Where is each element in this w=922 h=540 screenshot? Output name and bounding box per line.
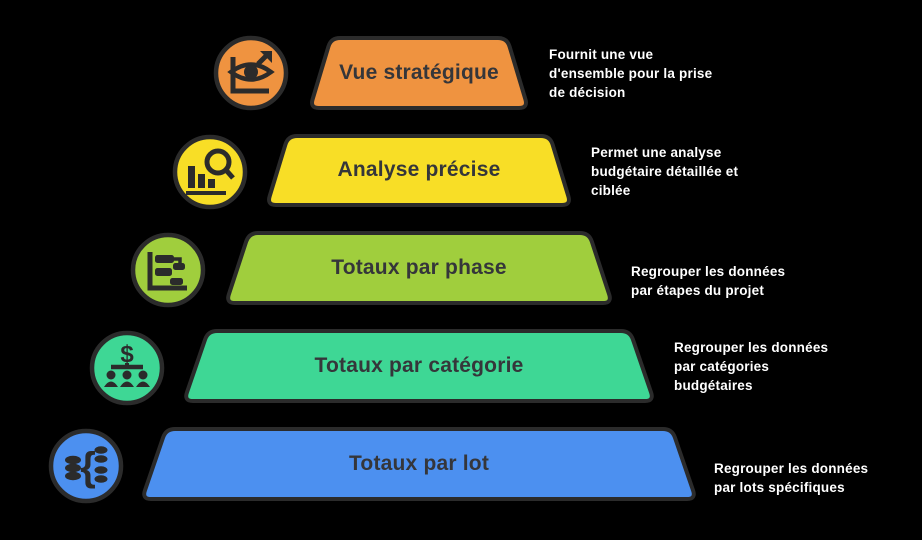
pyramid-level-shape — [226, 231, 612, 305]
description-line: d'ensemble pour la prise — [549, 66, 713, 81]
description-line: par lots spécifiques — [714, 480, 845, 495]
lot-data-icon: { — [48, 428, 124, 504]
description-line: par catégories — [674, 359, 770, 374]
level-label: Totaux par phase — [331, 256, 507, 279]
description-line: de décision — [549, 85, 626, 100]
category-budget-icon: $ — [89, 330, 165, 406]
svg-text:$: $ — [120, 341, 134, 368]
pyramid-level-shape — [184, 329, 654, 403]
level-label: Analyse précise — [337, 158, 501, 181]
pyramid-level-shape — [267, 134, 571, 207]
level-label: Vue stratégique — [339, 61, 499, 84]
description-line: ciblée — [591, 183, 631, 198]
level-description: Permet une analyse budgétaire détaillée … — [591, 143, 738, 200]
description-line: Regrouper les données — [674, 340, 829, 355]
description-line: budgétaire détaillée et — [591, 164, 739, 179]
description-line: Fournit une vue — [549, 47, 654, 62]
pyramid-level-shape — [142, 427, 696, 501]
level-description: Regrouper les données par lots spécifiqu… — [714, 459, 868, 497]
level-description: Regrouper les données par catégories bud… — [674, 338, 828, 395]
strategic-view-icon — [213, 35, 289, 111]
description-line: Permet une analyse — [591, 145, 722, 160]
phase-gantt-icon — [130, 232, 206, 308]
svg-text:{: { — [80, 445, 96, 489]
description-line: budgétaires — [674, 378, 753, 393]
level-description: Fournit une vue d'ensemble pour la prise… — [549, 45, 712, 102]
pyramid-level-shape — [310, 36, 528, 110]
description-line: Regrouper les données — [631, 264, 786, 279]
description-line: Regrouper les données — [714, 461, 869, 476]
level-label: Totaux par catégorie — [314, 354, 524, 377]
level-label: Totaux par lot — [348, 452, 490, 475]
precise-analysis-icon — [172, 134, 248, 210]
description-line: par étapes du projet — [631, 283, 765, 298]
level-description: Regrouper les données par étapes du proj… — [631, 262, 785, 300]
